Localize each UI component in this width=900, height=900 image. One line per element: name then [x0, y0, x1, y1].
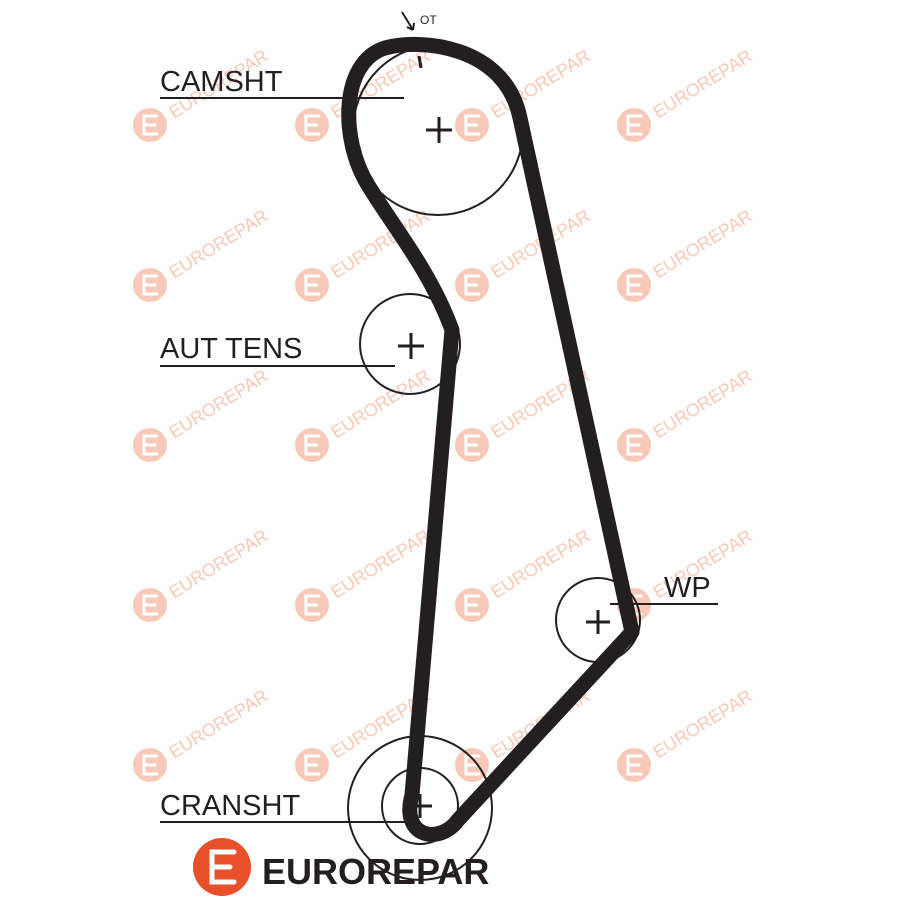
- watermark-logo-glyph: [464, 594, 481, 616]
- watermark-logo-glyph: [464, 274, 481, 296]
- crankshaft-outer-circle: [347, 735, 493, 881]
- brand-name: EUROREPAR: [262, 851, 489, 892]
- watermark-logo-glyph: [464, 754, 481, 776]
- watermark-logo-glyph: [626, 114, 643, 136]
- watermark-logo: EUROREPAR: [455, 526, 594, 622]
- watermark-logo-glyph: [142, 114, 159, 136]
- tensioner-label: AUT TENS: [160, 333, 302, 365]
- watermark-text: EUROREPAR: [650, 46, 756, 123]
- watermark-text: EUROREPAR: [650, 366, 756, 443]
- watermark-text: EUROREPAR: [650, 206, 756, 283]
- brand-logo-e-glyph: [209, 849, 237, 885]
- tdc-marker: OT: [401, 11, 437, 31]
- tensioner-pulley: [359, 293, 461, 395]
- crankshaft-inner-circle: [381, 767, 459, 845]
- camshaft-label: CAMSHT: [160, 66, 283, 98]
- watermark-logo: EUROREPAR: [455, 206, 594, 302]
- water-pump-center-cross: [586, 610, 610, 634]
- camshaft-pulley-circle: [352, 44, 524, 216]
- watermark-logo-glyph: [142, 754, 159, 776]
- watermark-logo: EUROREPAR: [133, 686, 272, 782]
- tdc-label: OT: [420, 13, 437, 27]
- crankshaft-label: CRANSHT: [160, 790, 300, 822]
- camshaft-timing-mark: [417, 55, 423, 69]
- watermark-logo: EUROREPAR: [133, 526, 272, 622]
- watermark-logo-glyph: [142, 434, 159, 456]
- watermark-logo-glyph: [142, 274, 159, 296]
- watermark-logo-glyph: [626, 754, 643, 776]
- watermark-logo: EUROREPAR: [617, 366, 756, 462]
- watermark-logo: EUROREPAR: [295, 366, 434, 462]
- watermark-logo-glyph: [142, 594, 159, 616]
- watermark-text: EUROREPAR: [166, 686, 272, 763]
- watermark-logo: EUROREPAR: [617, 686, 756, 782]
- tdc-arrow-icon: [401, 11, 415, 31]
- watermark-logo-glyph: [304, 434, 321, 456]
- watermark-logo: EUROREPAR: [617, 46, 756, 142]
- watermark-logo-glyph: [626, 274, 643, 296]
- watermark-logo-glyph: [304, 754, 321, 776]
- watermark-logo: EUROREPAR: [133, 366, 272, 462]
- crankshaft-pulley: [347, 716, 493, 881]
- watermark-logo: EUROREPAR: [617, 206, 756, 302]
- watermark-logo-glyph: [304, 114, 321, 136]
- watermark-text: EUROREPAR: [166, 206, 272, 283]
- watermark-logo: EUROREPAR: [295, 526, 434, 622]
- watermark-text: EUROREPAR: [166, 366, 272, 443]
- watermark-logo-glyph: [626, 434, 643, 456]
- watermark-text: EUROREPAR: [166, 526, 272, 603]
- watermark-logo-glyph: [304, 594, 321, 616]
- water-pump-label: WP: [664, 572, 711, 604]
- watermark-text: EUROREPAR: [650, 686, 756, 763]
- watermark-logo-glyph: [464, 114, 481, 136]
- watermark-text: EUROREPAR: [488, 526, 594, 603]
- tensioner-center-cross: [398, 333, 424, 359]
- watermark-logo-glyph: [464, 434, 481, 456]
- watermark-logo: EUROREPAR: [133, 206, 272, 302]
- watermark-text: EUROREPAR: [328, 526, 434, 603]
- brand-logo: EUROREPAR: [193, 838, 489, 896]
- crankshaft-center-cross: [408, 794, 432, 818]
- watermark-text: EUROREPAR: [328, 366, 434, 443]
- water-pump-pulley: [555, 577, 641, 663]
- tensioner-pulley-circle: [359, 293, 461, 395]
- camshaft-pulley: [352, 44, 524, 216]
- camshaft-center-cross: [426, 117, 452, 143]
- water-pump-pulley-circle: [555, 577, 641, 663]
- watermark-logo-glyph: [304, 274, 321, 296]
